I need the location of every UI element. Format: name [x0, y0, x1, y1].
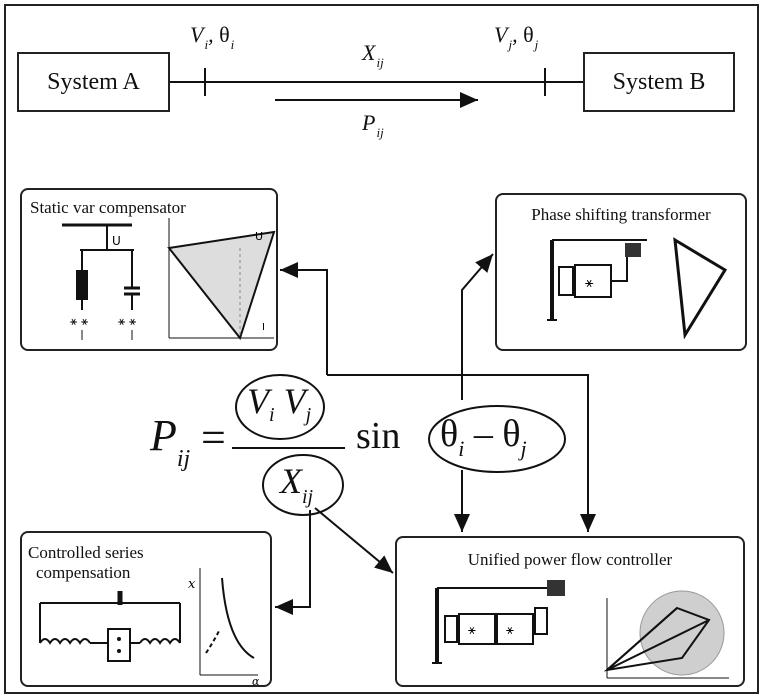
- equation-sin: sin: [356, 415, 401, 457]
- upfc-sketch: ⚹ ⚹: [432, 580, 729, 679]
- svg-text:⚹ ⚹: ⚹ ⚹: [70, 314, 88, 328]
- bus-i-label: Vi, θi: [190, 22, 235, 52]
- arrow-to-svc: [280, 262, 328, 375]
- csc-title-line1: Controlled series: [28, 543, 144, 562]
- svg-text:⚹ ⚹: ⚹ ⚹: [118, 314, 136, 328]
- svg-text:U: U: [112, 234, 121, 248]
- svg-text:U: U: [255, 230, 263, 243]
- equation-numerator: Vi Vj: [247, 381, 312, 426]
- reactance-label: Xij: [362, 40, 384, 70]
- pst-title: Phase shifting transformer: [531, 205, 711, 224]
- denominator-ellipse: [262, 454, 344, 516]
- upfc-panel: Unified power flow controller ⚹ ⚹: [395, 536, 745, 687]
- upfc-title: Unified power flow controller: [467, 550, 673, 569]
- equation-p: Pij: [150, 411, 191, 472]
- angle-ellipse: [428, 405, 566, 473]
- svg-text:⚹: ⚹: [468, 623, 476, 638]
- system-a-box: System A: [17, 52, 170, 112]
- arrow-numerator-to-upfc: [327, 374, 596, 532]
- svg-text:⚹: ⚹: [585, 275, 594, 291]
- svg-text:x: x: [188, 577, 196, 592]
- system-b-box: System B: [583, 52, 735, 112]
- svc-sketch: U ⚹ ⚹ ⚹ ⚹ U I: [62, 218, 276, 341]
- arrow-to-pst: [461, 253, 494, 400]
- power-label: Pij: [362, 110, 384, 140]
- svg-text:I: I: [262, 322, 265, 333]
- system-a-label: System A: [47, 68, 140, 95]
- svg-text:α: α: [252, 675, 260, 687]
- system-b-label: System B: [612, 68, 706, 95]
- csc-panel: Controlled series compensation x α: [20, 531, 272, 687]
- equation-angle-diff: θi – θj: [440, 413, 527, 461]
- svc-title: Static var compensator: [30, 198, 186, 217]
- svc-panel: Static var compensator U ⚹ ⚹ ⚹ ⚹ U I: [20, 188, 278, 351]
- pst-panel: Phase shifting transformer ⚹: [495, 193, 747, 351]
- arrow-x-to-upfc: [314, 507, 394, 574]
- numerator-ellipse: [235, 374, 325, 440]
- bus-j-label: Vj, θj: [494, 22, 539, 52]
- pst-sketch: ⚹: [547, 237, 728, 340]
- equation-denominator: Xij: [280, 461, 314, 508]
- csc-title-line2: compensation: [36, 563, 131, 582]
- svg-text:⚹: ⚹: [506, 623, 514, 638]
- arrow-to-csc: [275, 510, 311, 615]
- csc-sketch: x α: [39, 568, 260, 687]
- figure-frame: [4, 4, 759, 694]
- equation-equals: =: [201, 413, 226, 462]
